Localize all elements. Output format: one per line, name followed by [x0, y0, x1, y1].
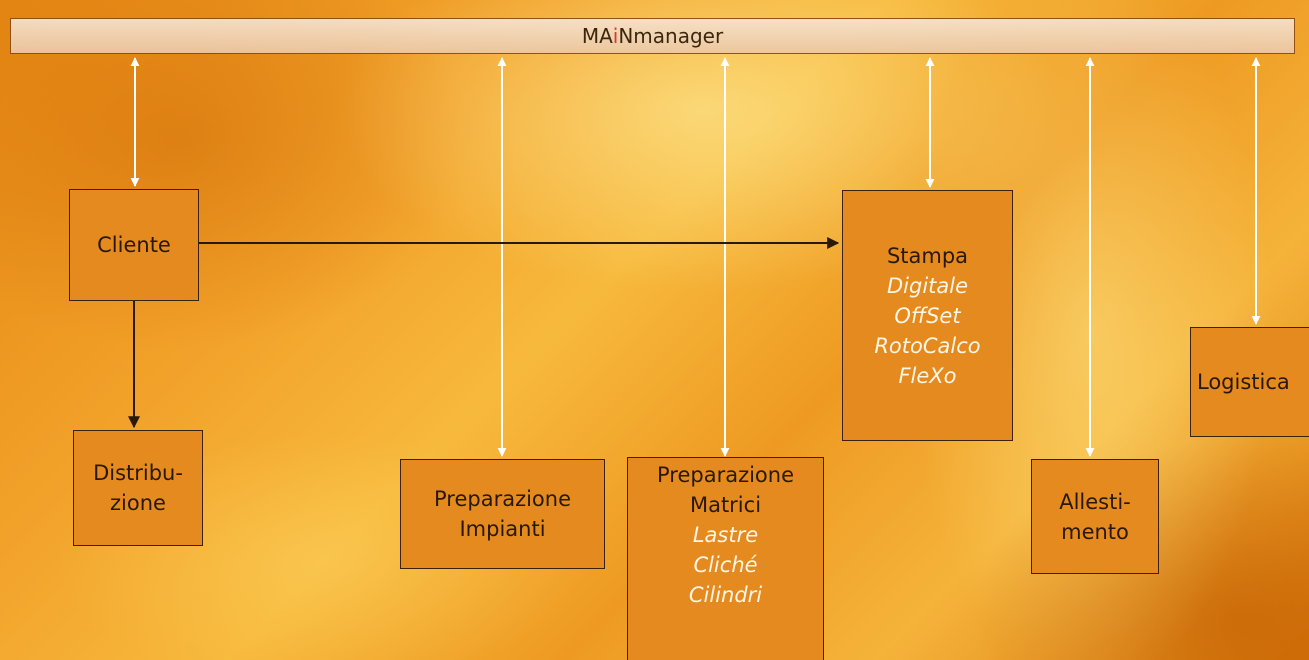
title-accent: i: [612, 24, 619, 48]
node-preparazione-matrici-line1: Preparazione: [656, 463, 795, 487]
stampa-item-rotocalco: RotoCalco: [874, 333, 981, 358]
node-distribuzione-line2: zione: [110, 491, 166, 515]
node-preparazione-impianti-line1: Preparazione: [433, 487, 572, 511]
node-distribuzione-line1: Distribu-: [93, 461, 183, 485]
mainmanager-bar: MAiNmanager: [10, 18, 1295, 54]
matrici-item-lastre: Lastre: [692, 523, 759, 547]
node-stampa-label: Stampa: [886, 243, 969, 268]
matrici-item-cliche: Cliché: [693, 553, 758, 577]
node-logistica: Logistica: [1190, 327, 1309, 437]
node-distribuzione: Distribu- zione: [73, 430, 203, 546]
title-prefix: MA: [581, 24, 613, 48]
matrici-item-cilindri: Cilindri: [688, 583, 763, 607]
stampa-item-offset: OffSet: [894, 303, 961, 328]
node-allestimento-line1: Allesti-: [1059, 489, 1131, 514]
stampa-item-digitale: Digitale: [886, 273, 969, 298]
node-preparazione-impianti-line2: Impianti: [459, 517, 546, 541]
node-preparazione-impianti: Preparazione Impianti: [400, 459, 605, 569]
node-allestimento-line2: mento: [1061, 519, 1129, 544]
node-logistica-label: Logistica: [1197, 370, 1290, 394]
node-cliente: Cliente: [69, 189, 199, 301]
node-allestimento: Allesti- mento: [1031, 459, 1159, 574]
node-stampa: Stampa Digitale OffSet RotoCalco FleXo: [842, 190, 1013, 441]
node-cliente-label: Cliente: [97, 233, 171, 257]
node-preparazione-matrici-line2: Matrici: [689, 493, 762, 517]
title-suffix: Nmanager: [618, 24, 724, 48]
node-preparazione-matrici: Preparazione Matrici Lastre Cliché Cilin…: [627, 457, 824, 660]
stampa-item-flexo: FleXo: [898, 363, 957, 388]
